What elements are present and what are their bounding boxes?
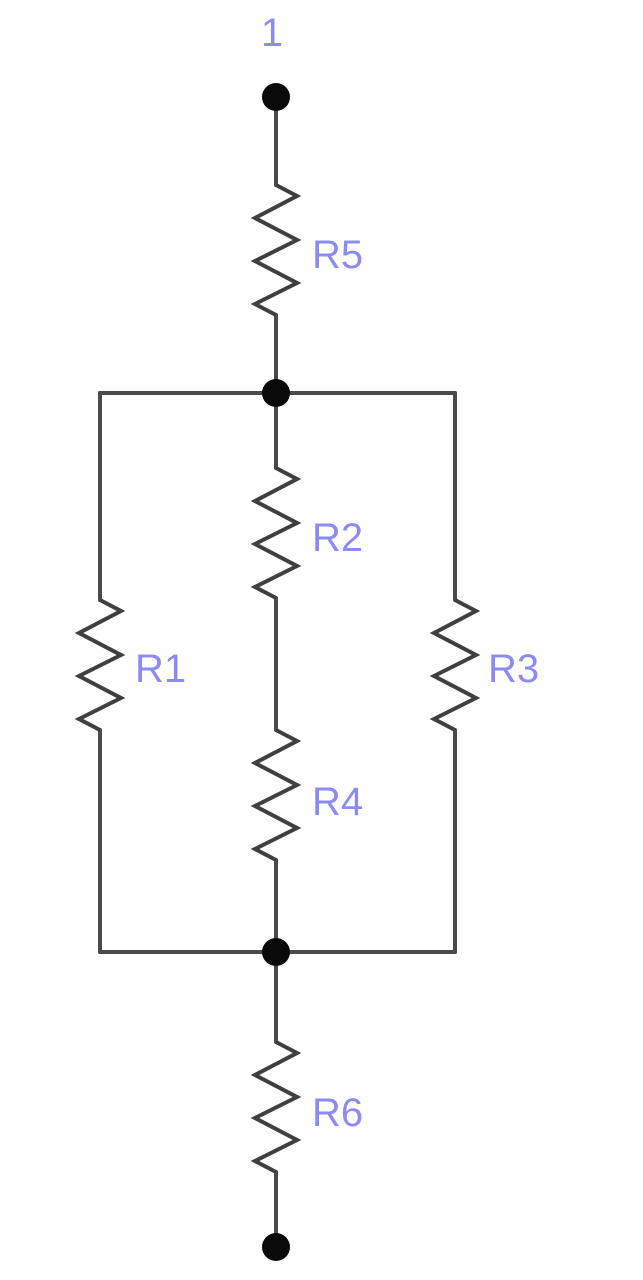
terminal-label: 1 xyxy=(261,11,283,55)
node-upper-junction xyxy=(262,379,290,407)
label-r5: R5 xyxy=(312,233,363,277)
label-r4: R4 xyxy=(312,780,363,824)
label-r6: R6 xyxy=(312,1091,363,1135)
label-r3: R3 xyxy=(488,647,539,691)
resistor-r6 xyxy=(250,1040,302,1174)
resistor-r5 xyxy=(250,183,302,317)
resistor-r3 xyxy=(429,598,481,732)
node-bottom-terminal xyxy=(262,1233,290,1261)
node-top-terminal xyxy=(262,83,290,111)
resistor-r2 xyxy=(250,466,302,600)
node-lower-junction xyxy=(262,938,290,966)
label-r2: R2 xyxy=(312,516,363,560)
resistor-r1 xyxy=(74,598,126,732)
resistor-r4 xyxy=(250,728,302,862)
label-r1: R1 xyxy=(135,647,186,691)
